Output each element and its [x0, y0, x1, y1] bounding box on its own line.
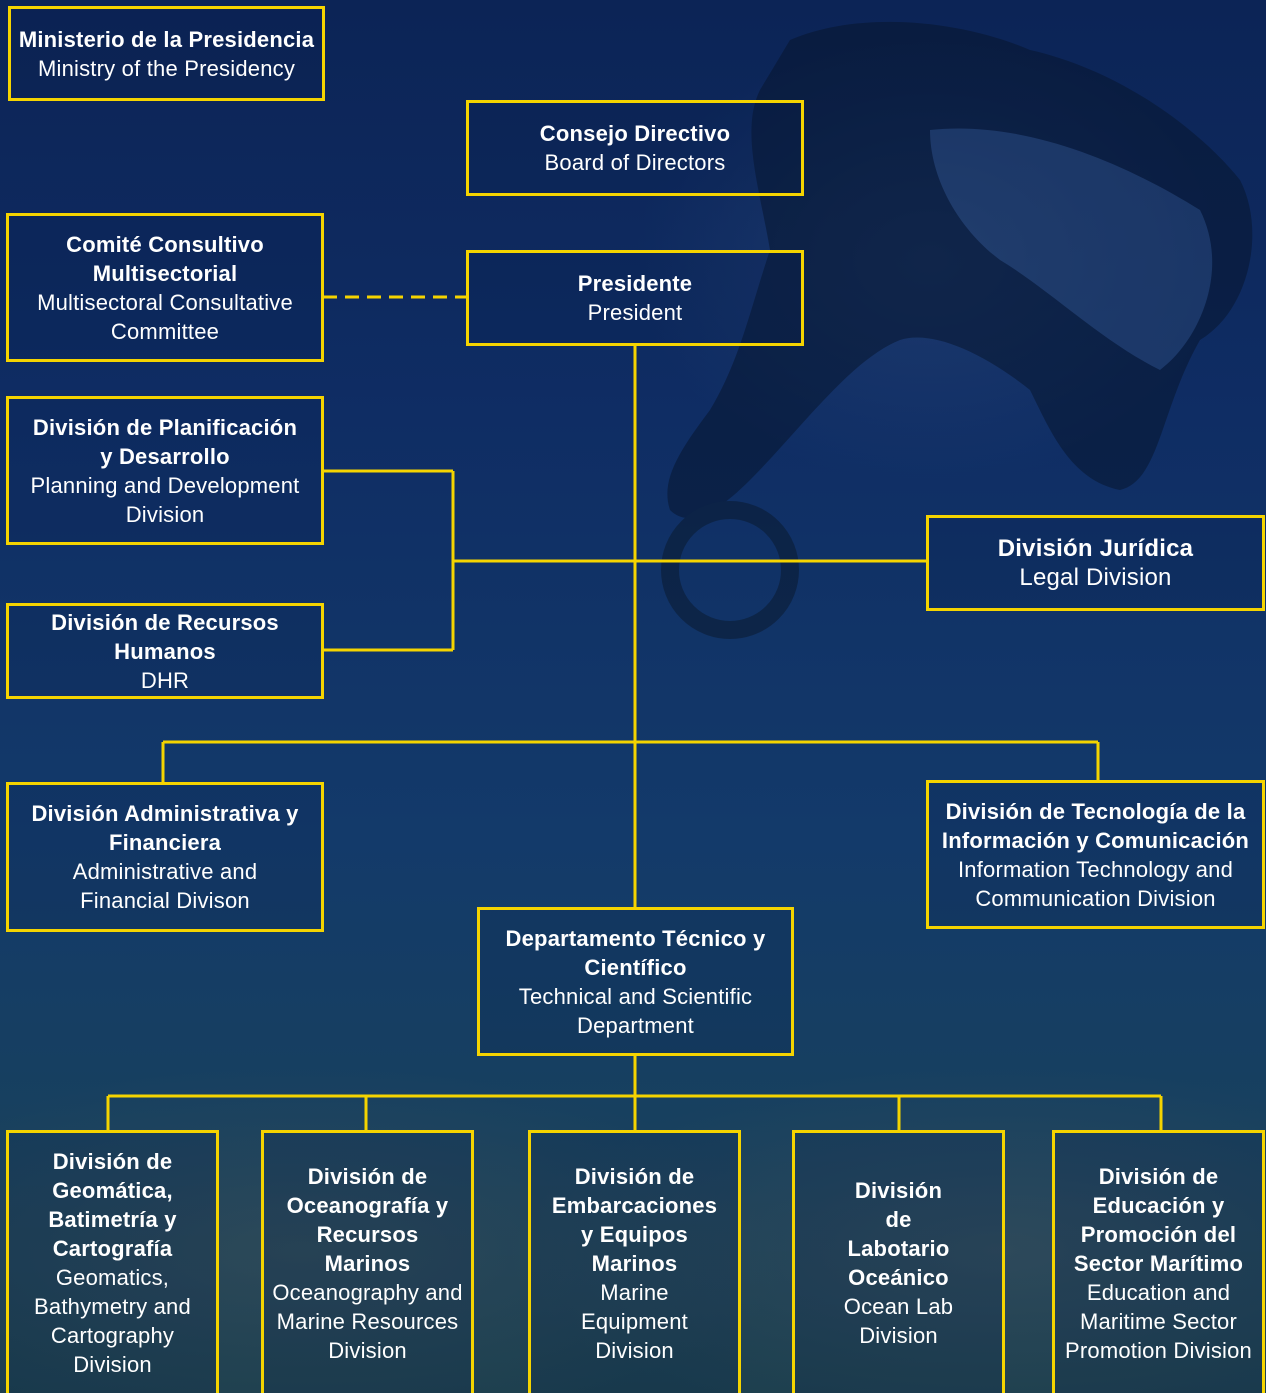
admin-box: División Administrativa y Financiera Adm…: [6, 782, 324, 932]
legal-name-es: División Jurídica: [997, 535, 1194, 562]
president-box: Presidente President: [466, 250, 804, 346]
hr-name-es: División de Recursos Humanos: [51, 609, 279, 664]
it-box: División de Tecnología de la Información…: [926, 780, 1265, 929]
legal-box: División Jurídica Legal Division: [926, 515, 1265, 611]
oceanlab-name-es: División de Labotario Oceánico: [847, 1178, 950, 1290]
vessels-box: División de Embarcaciones y Equipos Mari…: [528, 1130, 741, 1393]
president-name-en: President: [587, 300, 683, 325]
oceanography-box: División de Oceanografía y Recursos Mari…: [261, 1130, 474, 1393]
diver-photo-silhouette: [661, 21, 1253, 639]
education-name-es: División de Educación y Promoción del Se…: [1073, 1163, 1244, 1276]
admin-name-es: División Administrativa y Financiera: [31, 801, 299, 855]
geomatics-name-en: Geomatics, Bathymetry and Cartography Di…: [34, 1265, 191, 1377]
committee-box: Comité Consultivo Multisectorial Multise…: [6, 213, 324, 362]
technical-name-en: Technical and Scientific Department: [518, 983, 753, 1038]
geomatics-box: División de Geomática, Batimetría y Cart…: [6, 1130, 219, 1393]
planning-name-en: Planning and Development Division: [30, 472, 300, 527]
it-name-en: Information Technology and Communication…: [957, 856, 1234, 911]
oceanography-name-es: División de Oceanografía y Recursos Mari…: [286, 1163, 449, 1276]
hr-name-en: DHR: [140, 667, 190, 693]
education-name-en: Education and Maritime Sector Promotion …: [1064, 1279, 1252, 1363]
oceanography-name-en: Oceanography and Marine Resources Divisi…: [272, 1279, 463, 1363]
technical-box: Departamento Técnico y Científico Techni…: [477, 907, 794, 1056]
technical-name-es: Departamento Técnico y Científico: [505, 925, 766, 980]
vessels-name-es: División de Embarcaciones y Equipos Mari…: [551, 1163, 718, 1276]
president-name-es: Presidente: [577, 271, 693, 296]
board-name-es: Consejo Directivo: [539, 121, 731, 146]
geomatics-name-es: División de Geomática, Batimetría y Cart…: [48, 1149, 177, 1261]
oceanlab-name-en: Ocean Lab Division: [843, 1294, 954, 1348]
ministry-name-es: Ministerio de la Presidencia: [18, 26, 315, 52]
vessels-name-en: Marine Equipment Division: [581, 1279, 688, 1363]
committee-name-en: Multisectoral Consultative Committee: [37, 289, 293, 344]
oceanlab-box: División de Labotario Oceánico Ocean Lab…: [792, 1130, 1005, 1393]
planning-box: División de Planificación y Desarrollo P…: [6, 396, 324, 545]
planning-name-es: División de Planificación y Desarrollo: [32, 414, 298, 469]
ministry-box: Ministerio de la Presidencia Ministry of…: [8, 6, 325, 101]
hr-box: División de Recursos Humanos DHR: [6, 603, 324, 699]
ministry-name-en: Ministry of the Presidency: [37, 55, 296, 81]
committee-name-es: Comité Consultivo Multisectorial: [66, 231, 264, 286]
board-name-en: Board of Directors: [544, 150, 726, 175]
legal-name-en: Legal Division: [1019, 564, 1172, 591]
board-box: Consejo Directivo Board of Directors: [466, 100, 804, 196]
admin-name-en: Administrative and Financial Divison: [72, 859, 258, 913]
education-box: División de Educación y Promoción del Se…: [1052, 1130, 1265, 1393]
it-name-es: División de Tecnología de la Información…: [941, 798, 1250, 853]
